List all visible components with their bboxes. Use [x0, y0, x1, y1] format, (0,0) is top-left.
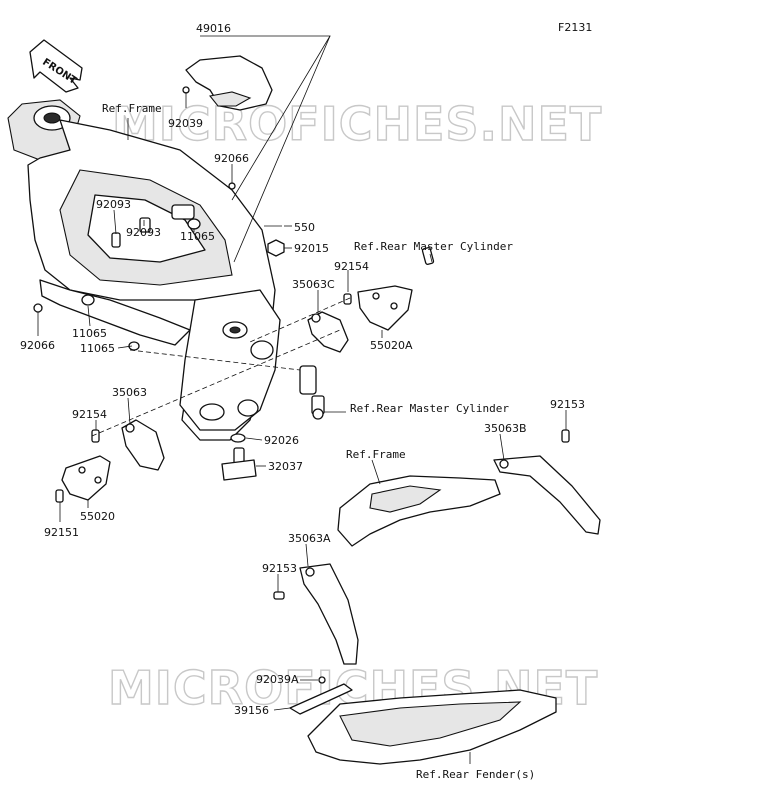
label-92039: 92039 — [168, 117, 203, 130]
label-92015: 92015 — [294, 242, 329, 255]
leader-ref-cylinder-top — [429, 253, 433, 263]
label-35063: 35063 — [112, 386, 147, 399]
label-39156: 39156 — [234, 704, 269, 717]
align-line-mid — [129, 349, 301, 371]
leader-39156 — [273, 707, 291, 711]
label-11065-c: 11065 — [80, 342, 115, 355]
bolt-92153-left — [273, 591, 285, 600]
part-92026-clip — [230, 433, 246, 443]
part-35063C-footpeg — [307, 311, 349, 353]
label-ref-frame-top: Ref.Frame — [102, 102, 162, 115]
bolt-92151 — [55, 489, 64, 503]
leader-92093-a — [113, 209, 117, 235]
label-32037: 32037 — [268, 460, 303, 473]
rear-master-cylinder — [299, 365, 325, 420]
bolt-92153-right — [561, 429, 570, 443]
label-92066-top: 92066 — [214, 152, 249, 165]
label-92093-a: 92093 — [96, 198, 131, 211]
label-92154-right: 92154 — [334, 260, 369, 273]
label-92039A: 92039A — [256, 673, 299, 686]
label-550: 550 — [294, 221, 315, 234]
label-35063B: 35063B — [484, 422, 527, 435]
label-49016: 49016 — [196, 22, 231, 35]
label-ref-rear-fenders: Ref.Rear Fender(s) — [416, 768, 535, 781]
diagram-code: F2131 — [558, 21, 592, 34]
label-92093-b: 92093 — [126, 226, 161, 239]
label-ref-rear-master-cylinder-top: Ref.Rear Master Cylinder — [354, 240, 513, 253]
rear-fender — [307, 689, 557, 765]
label-ref-frame-mid: Ref.Frame — [346, 448, 406, 461]
leader-49016-b — [233, 35, 331, 263]
label-35063A: 35063A — [288, 532, 331, 545]
part-55020A-bracket — [357, 285, 413, 331]
leader-35063B — [499, 433, 505, 461]
part-92015-nut — [267, 239, 285, 257]
align-line-left — [91, 329, 341, 437]
part-35063B-bracket — [493, 455, 601, 535]
label-55020A: 55020A — [370, 339, 413, 352]
watermark-top: MICROFICHES.NET — [112, 97, 602, 151]
part-39156-strip — [289, 683, 353, 715]
label-92026: 92026 — [264, 434, 299, 447]
label-11065-b: 11065 — [72, 327, 107, 340]
rear-subframe — [337, 475, 501, 547]
label-92154-left: 92154 — [72, 408, 107, 421]
part-32037-adjuster — [221, 447, 257, 481]
part-55020-bracket — [61, 455, 111, 501]
leader-11065-c — [117, 345, 133, 349]
leader-11065-b — [87, 305, 91, 327]
part-92039A-clip — [318, 676, 326, 684]
leader-35063A — [305, 543, 309, 567]
front-arrow-icon: FRONT — [29, 39, 83, 93]
label-92153-right: 92153 — [550, 398, 585, 411]
label-55020: 55020 — [80, 510, 115, 523]
label-92153-left: 92153 — [262, 562, 297, 575]
label-11065-a: 11065 — [180, 230, 215, 243]
label-92066-left: 92066 — [20, 339, 55, 352]
label-92151: 92151 — [44, 526, 79, 539]
label-ref-rear-master-cylinder-mid: Ref.Rear Master Cylinder — [350, 402, 509, 415]
bolt-right-cylinder — [421, 247, 435, 265]
leader-ref-frame-mid — [371, 459, 381, 485]
part-35063-footpeg — [121, 419, 165, 471]
leader-92026 — [245, 437, 263, 441]
bolt-92154-left — [91, 429, 100, 443]
part-35063A-bracket — [299, 563, 359, 665]
align-line-right — [249, 297, 351, 343]
label-35063C: 35063C — [292, 278, 335, 291]
part-49016-cover — [185, 55, 273, 111]
